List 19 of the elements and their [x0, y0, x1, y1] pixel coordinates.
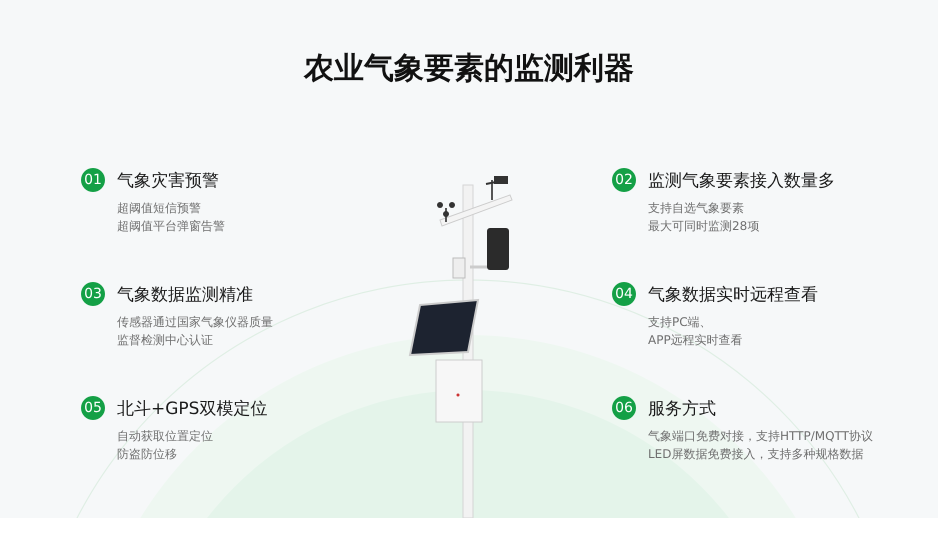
- feature-heading: 气象数据实时远程查看: [648, 284, 818, 306]
- feature-heading: 北斗+GPS双模定位: [117, 398, 268, 420]
- feature-description: 防盗防位移: [117, 446, 177, 463]
- feature-description: LED屏数据免费接入，支持多种规格数据: [648, 446, 864, 463]
- feature-description: 超阈值短信预警: [117, 200, 201, 217]
- feature-description: APP远程实时查看: [648, 332, 743, 349]
- feature-heading: 气象灾害预警: [117, 170, 219, 192]
- feature-description: 最大可同时监测28项: [648, 218, 760, 235]
- feature-description: 支持自选气象要素: [648, 200, 744, 217]
- feature-description: 支持PC端、: [648, 314, 712, 331]
- feature-description: 自动获取位置定位: [117, 428, 213, 445]
- feature-description: 监督检测中心认证: [117, 332, 213, 349]
- feature-heading: 监测气象要素接入数量多: [648, 170, 835, 192]
- page-title: 农业气象要素的监测利器: [302, 50, 635, 88]
- feature-description: 气象端口免费对接，支持HTTP/MQTT协议: [648, 428, 873, 445]
- feature-description: 超阈值平台弹窗告警: [117, 218, 225, 235]
- feature-heading: 服务方式: [648, 398, 716, 420]
- feature-description: 传感器通过国家气象仪器质量: [117, 314, 273, 331]
- feature-heading: 气象数据监测精准: [117, 284, 253, 306]
